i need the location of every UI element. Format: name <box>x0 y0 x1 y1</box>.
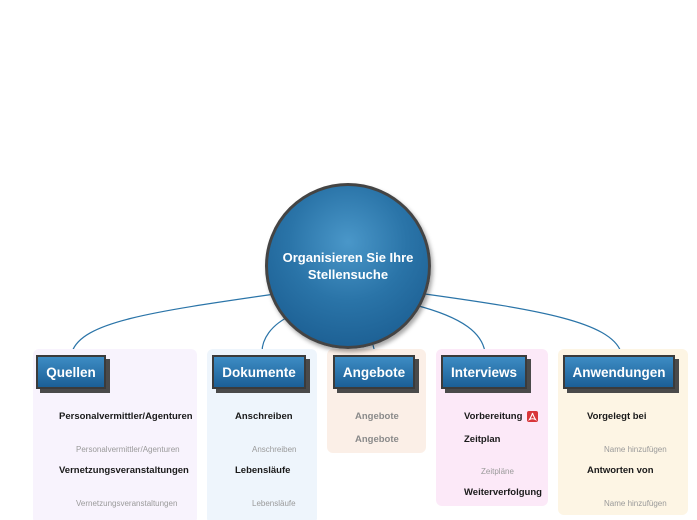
detail-personalvermittler[interactable]: Personalvermittler/Agenturen <box>76 445 180 454</box>
topic-quellen[interactable]: Quellen <box>36 355 106 389</box>
connector-interviews <box>414 304 486 353</box>
subtopic-zeitplan[interactable]: Zeitplan <box>464 434 501 445</box>
subtopic-antworten-von[interactable]: Antworten von <box>587 465 654 476</box>
subtopic-lebenslaeufe[interactable]: Lebensläufe <box>235 465 291 476</box>
subtopic-vernetzungsveranstaltungen[interactable]: Vernetzungsveranstaltungen <box>59 465 189 476</box>
detail-lebenslaeufe[interactable]: Lebensläufe <box>252 499 296 508</box>
subtopic-anschreiben[interactable]: Anschreiben <box>235 411 293 422</box>
connector-quellen <box>71 293 276 353</box>
subtopic-angebote-1[interactable]: Angebote <box>355 411 399 422</box>
connector-anwendungen <box>424 293 622 353</box>
detail-name-hinzufuegen-2[interactable]: Name hinzufügen <box>604 499 667 508</box>
subtopic-vorbereitung[interactable]: Vorbereitung <box>464 411 523 422</box>
topic-angebote-label: Angebote <box>342 364 406 380</box>
topic-quellen-label: Quellen <box>46 364 96 380</box>
topic-angebote[interactable]: Angebote <box>333 355 415 389</box>
detail-name-hinzufuegen-1[interactable]: Name hinzufügen <box>604 445 667 454</box>
central-topic-label: Organisieren Sie Ihre Stellensuche <box>282 250 414 282</box>
detail-anschreiben[interactable]: Anschreiben <box>252 445 297 454</box>
pdf-attachment-icon[interactable] <box>527 411 538 422</box>
topic-interviews-label: Interviews <box>450 364 518 380</box>
topic-dokumente[interactable]: Dokumente <box>212 355 306 389</box>
subtopic-angebote-2[interactable]: Angebote <box>355 434 399 445</box>
subtopic-weiterverfolgung[interactable]: Weiterverfolgung <box>464 487 542 498</box>
topic-dokumente-label: Dokumente <box>222 364 296 380</box>
topic-anwendungen-label: Anwendungen <box>572 364 666 380</box>
detail-zeitplaene[interactable]: Zeitpläne <box>481 467 514 476</box>
subtopic-personalvermittler[interactable]: Personalvermittler/Agenturen <box>59 411 193 422</box>
central-topic[interactable]: Organisieren Sie Ihre Stellensuche <box>265 183 431 349</box>
subtopic-vorgelegt-bei[interactable]: Vorgelegt bei <box>587 411 647 422</box>
detail-vernetzungsveranstaltungen[interactable]: Vernetzungsveranstaltungen <box>76 499 178 508</box>
topic-anwendungen[interactable]: Anwendungen <box>563 355 675 389</box>
topic-interviews[interactable]: Interviews <box>441 355 527 389</box>
